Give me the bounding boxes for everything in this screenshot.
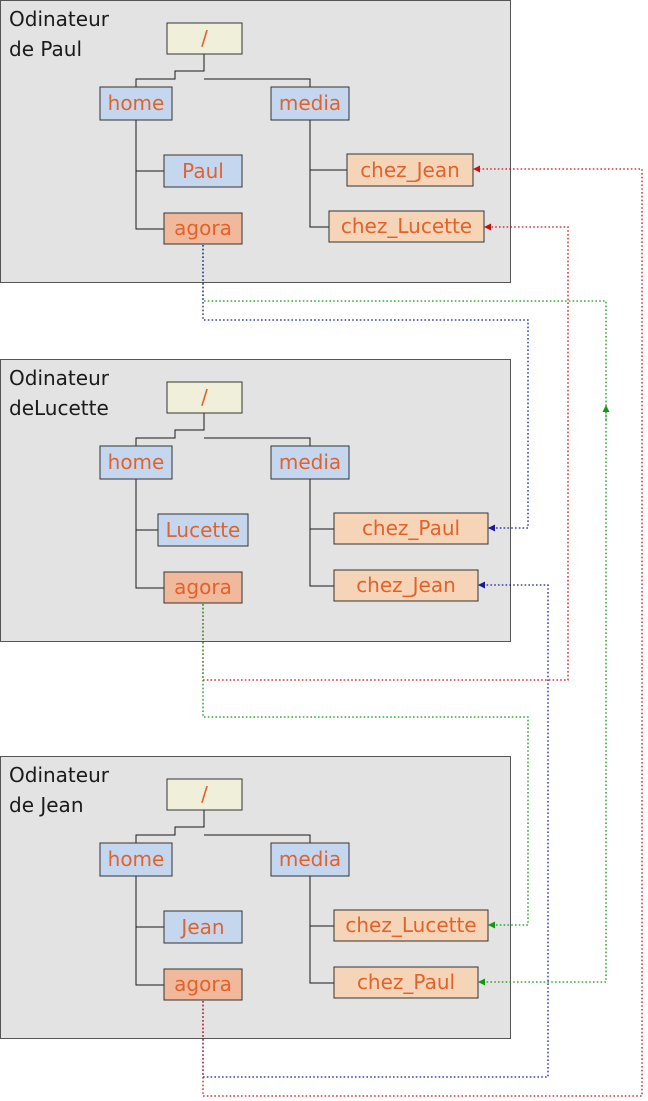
tree-branch-media: [309, 120, 347, 228]
node-mount-bottom[interactable]: chez_Lucette: [328, 210, 485, 243]
panel-jean-title-line2: de Jean: [9, 793, 84, 817]
node-user-label: Paul: [182, 159, 224, 183]
node-mount-top-label: chez_Jean: [360, 158, 460, 182]
panel-paul-title-line2: de Paul: [9, 37, 82, 61]
node-media-label: media: [279, 847, 341, 871]
node-media[interactable]: media: [270, 86, 350, 121]
node-home[interactable]: home: [99, 445, 173, 480]
node-agora-label: agora: [174, 575, 232, 599]
panel-paul: Odinateur de Paul / home media Paul agor…: [0, 0, 511, 283]
panel-jean: Odinateur de Jean / home media Jean agor…: [0, 756, 511, 1039]
node-root[interactable]: /: [166, 22, 243, 55]
tree-branch-media: [309, 876, 334, 984]
node-mount-bottom-label: chez_Jean: [356, 573, 456, 597]
node-agora-label: agora: [174, 216, 232, 240]
tree-branch-root-media: [204, 834, 311, 843]
node-user[interactable]: Paul: [163, 154, 243, 188]
link-paul-agora-to-lucette-chez-paul: [202, 245, 529, 532]
panel-lucette-title-line2: deLucette: [9, 396, 109, 420]
node-mount-top[interactable]: chez_Paul: [333, 512, 489, 545]
tree-branch-root-home: [135, 413, 205, 446]
panel-lucette: Odinateur deLucette / home media Lucette…: [0, 359, 511, 642]
node-home[interactable]: home: [99, 86, 173, 121]
link-paul-agora-to-jean-chez-paul: [202, 245, 607, 986]
node-home-label: home: [108, 450, 165, 474]
node-mount-bottom-label: chez_Paul: [357, 970, 455, 994]
connections: [202, 165, 643, 1097]
node-user[interactable]: Lucette: [157, 513, 249, 547]
node-agora[interactable]: agora: [163, 571, 243, 604]
link-lucette-agora-to-jean-chez-lucette: [202, 604, 529, 929]
node-user[interactable]: Jean: [163, 910, 243, 944]
node-media[interactable]: media: [270, 445, 350, 480]
tree-branch-root-media: [204, 437, 311, 446]
node-mount-top[interactable]: chez_Lucette: [333, 909, 489, 942]
node-home-label: home: [108, 847, 165, 871]
node-mount-top-label: chez_Paul: [362, 516, 460, 540]
link-jean-agora-to-paul-chez-jean: [202, 165, 643, 1097]
node-media[interactable]: media: [270, 842, 350, 877]
node-mount-top[interactable]: chez_Jean: [346, 153, 474, 187]
tree-branch-home: [135, 120, 164, 230]
node-root-label: /: [201, 26, 208, 50]
tree-branch-media: [309, 479, 334, 587]
node-root[interactable]: /: [166, 778, 243, 811]
node-agora[interactable]: agora: [163, 968, 243, 1001]
panel-paul-title-line1: Odinateur: [9, 7, 110, 31]
node-mount-bottom[interactable]: chez_Jean: [333, 569, 479, 602]
node-home-label: home: [108, 91, 165, 115]
node-media-label: media: [279, 91, 341, 115]
node-agora[interactable]: agora: [163, 212, 243, 245]
node-home[interactable]: home: [99, 842, 173, 877]
node-mount-bottom[interactable]: chez_Paul: [333, 966, 479, 999]
tree-branch-root-media: [204, 78, 311, 87]
node-root[interactable]: /: [166, 381, 243, 414]
node-mount-bottom-label: chez_Lucette: [341, 214, 472, 238]
panel-lucette-title-line1: Odinateur: [9, 366, 110, 390]
node-media-label: media: [279, 450, 341, 474]
tree-branch-root-home: [135, 810, 205, 843]
node-agora-label: agora: [174, 972, 232, 996]
node-root-label: /: [201, 782, 208, 806]
node-mount-top-label: chez_Lucette: [345, 913, 476, 937]
panel-jean-title-line1: Odinateur: [9, 763, 110, 787]
node-user-label: Lucette: [166, 518, 241, 542]
node-root-label: /: [201, 385, 208, 409]
tree-branch-root-home: [135, 54, 205, 87]
node-user-label: Jean: [179, 915, 224, 939]
tree-branch-home: [135, 876, 164, 986]
tree-branch-home: [135, 479, 164, 589]
